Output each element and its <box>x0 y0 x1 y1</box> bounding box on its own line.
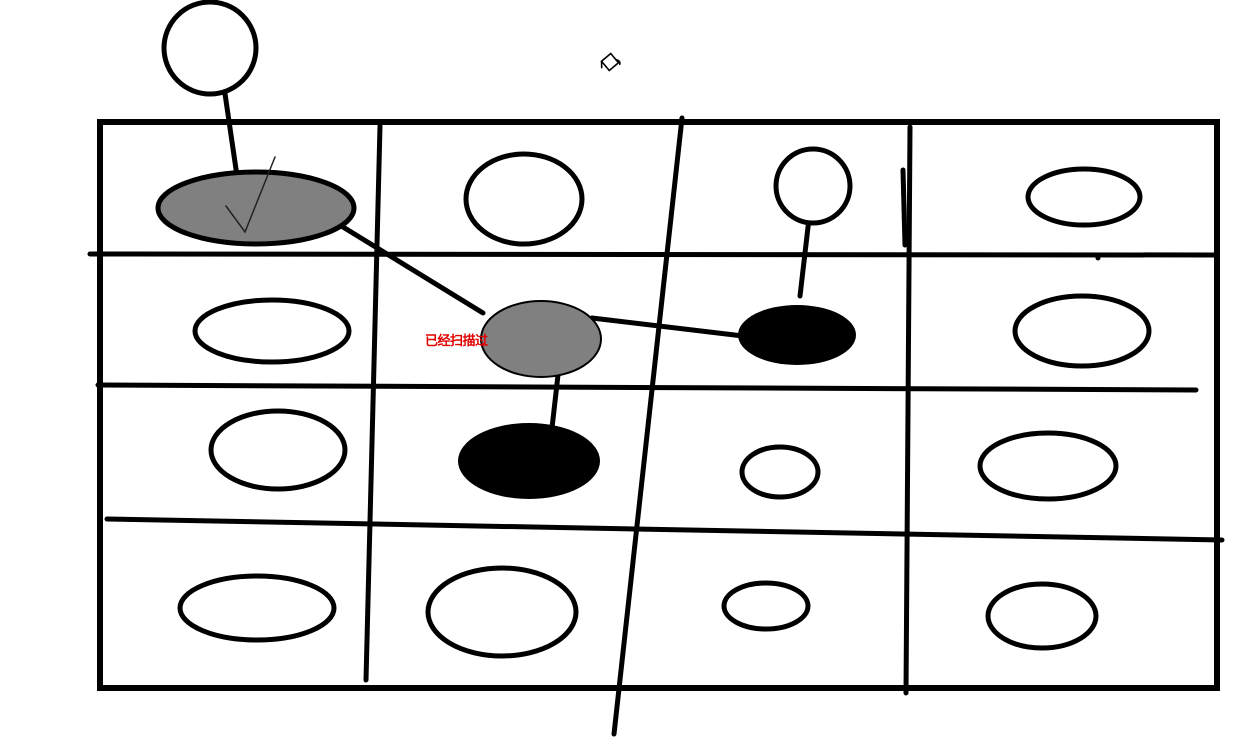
column-divider-3 <box>903 124 913 696</box>
cell-node-r3c1 <box>208 408 348 492</box>
cell-node-r3c3 <box>739 444 821 500</box>
row-divider-2 <box>95 382 1199 393</box>
grid-column-dividers <box>363 115 913 737</box>
upper-small-circle <box>773 146 853 226</box>
empty-cell-nodes <box>177 151 1152 659</box>
cell-node-r4c2 <box>425 565 579 659</box>
cell-node-r4c1 <box>177 573 337 643</box>
edge-node-1-to-node-2 <box>340 224 486 316</box>
paint-bucket-icon <box>600 52 621 72</box>
start-circle <box>161 0 259 97</box>
column-divider-2 <box>611 115 685 737</box>
cell-node-r4c4 <box>985 581 1099 651</box>
cell-node-r3c4 <box>977 430 1119 502</box>
edge-node-2-to-node-3 <box>589 315 746 339</box>
current-node-r3c2 <box>458 423 600 499</box>
current-node-r2c3 <box>738 305 856 365</box>
cell-node-r1c2 <box>463 151 585 247</box>
grid-frame <box>97 119 1220 691</box>
column-divider-1 <box>363 123 383 683</box>
row-divider-1 <box>87 251 1217 258</box>
stray-dot <box>1095 255 1101 261</box>
edge-start-to-node-1 <box>220 77 240 179</box>
scanned-annotation: 已经扫描过 <box>425 333 488 349</box>
grid-row-dividers <box>87 251 1225 543</box>
checkmark-icon <box>225 156 276 234</box>
row-divider-3 <box>104 516 1225 543</box>
visited-node-r2c2 <box>480 300 602 378</box>
cell-node-r2c1 <box>192 297 352 365</box>
edge-node-2-to-node-4 <box>549 372 561 431</box>
cell-node-r1c4 <box>1025 166 1143 228</box>
cell-node-r4c3 <box>721 580 811 632</box>
cell-node-r2c4 <box>1012 293 1152 369</box>
column-divider-3-stroke <box>900 167 908 248</box>
visited-node-r1c1 <box>155 169 357 247</box>
